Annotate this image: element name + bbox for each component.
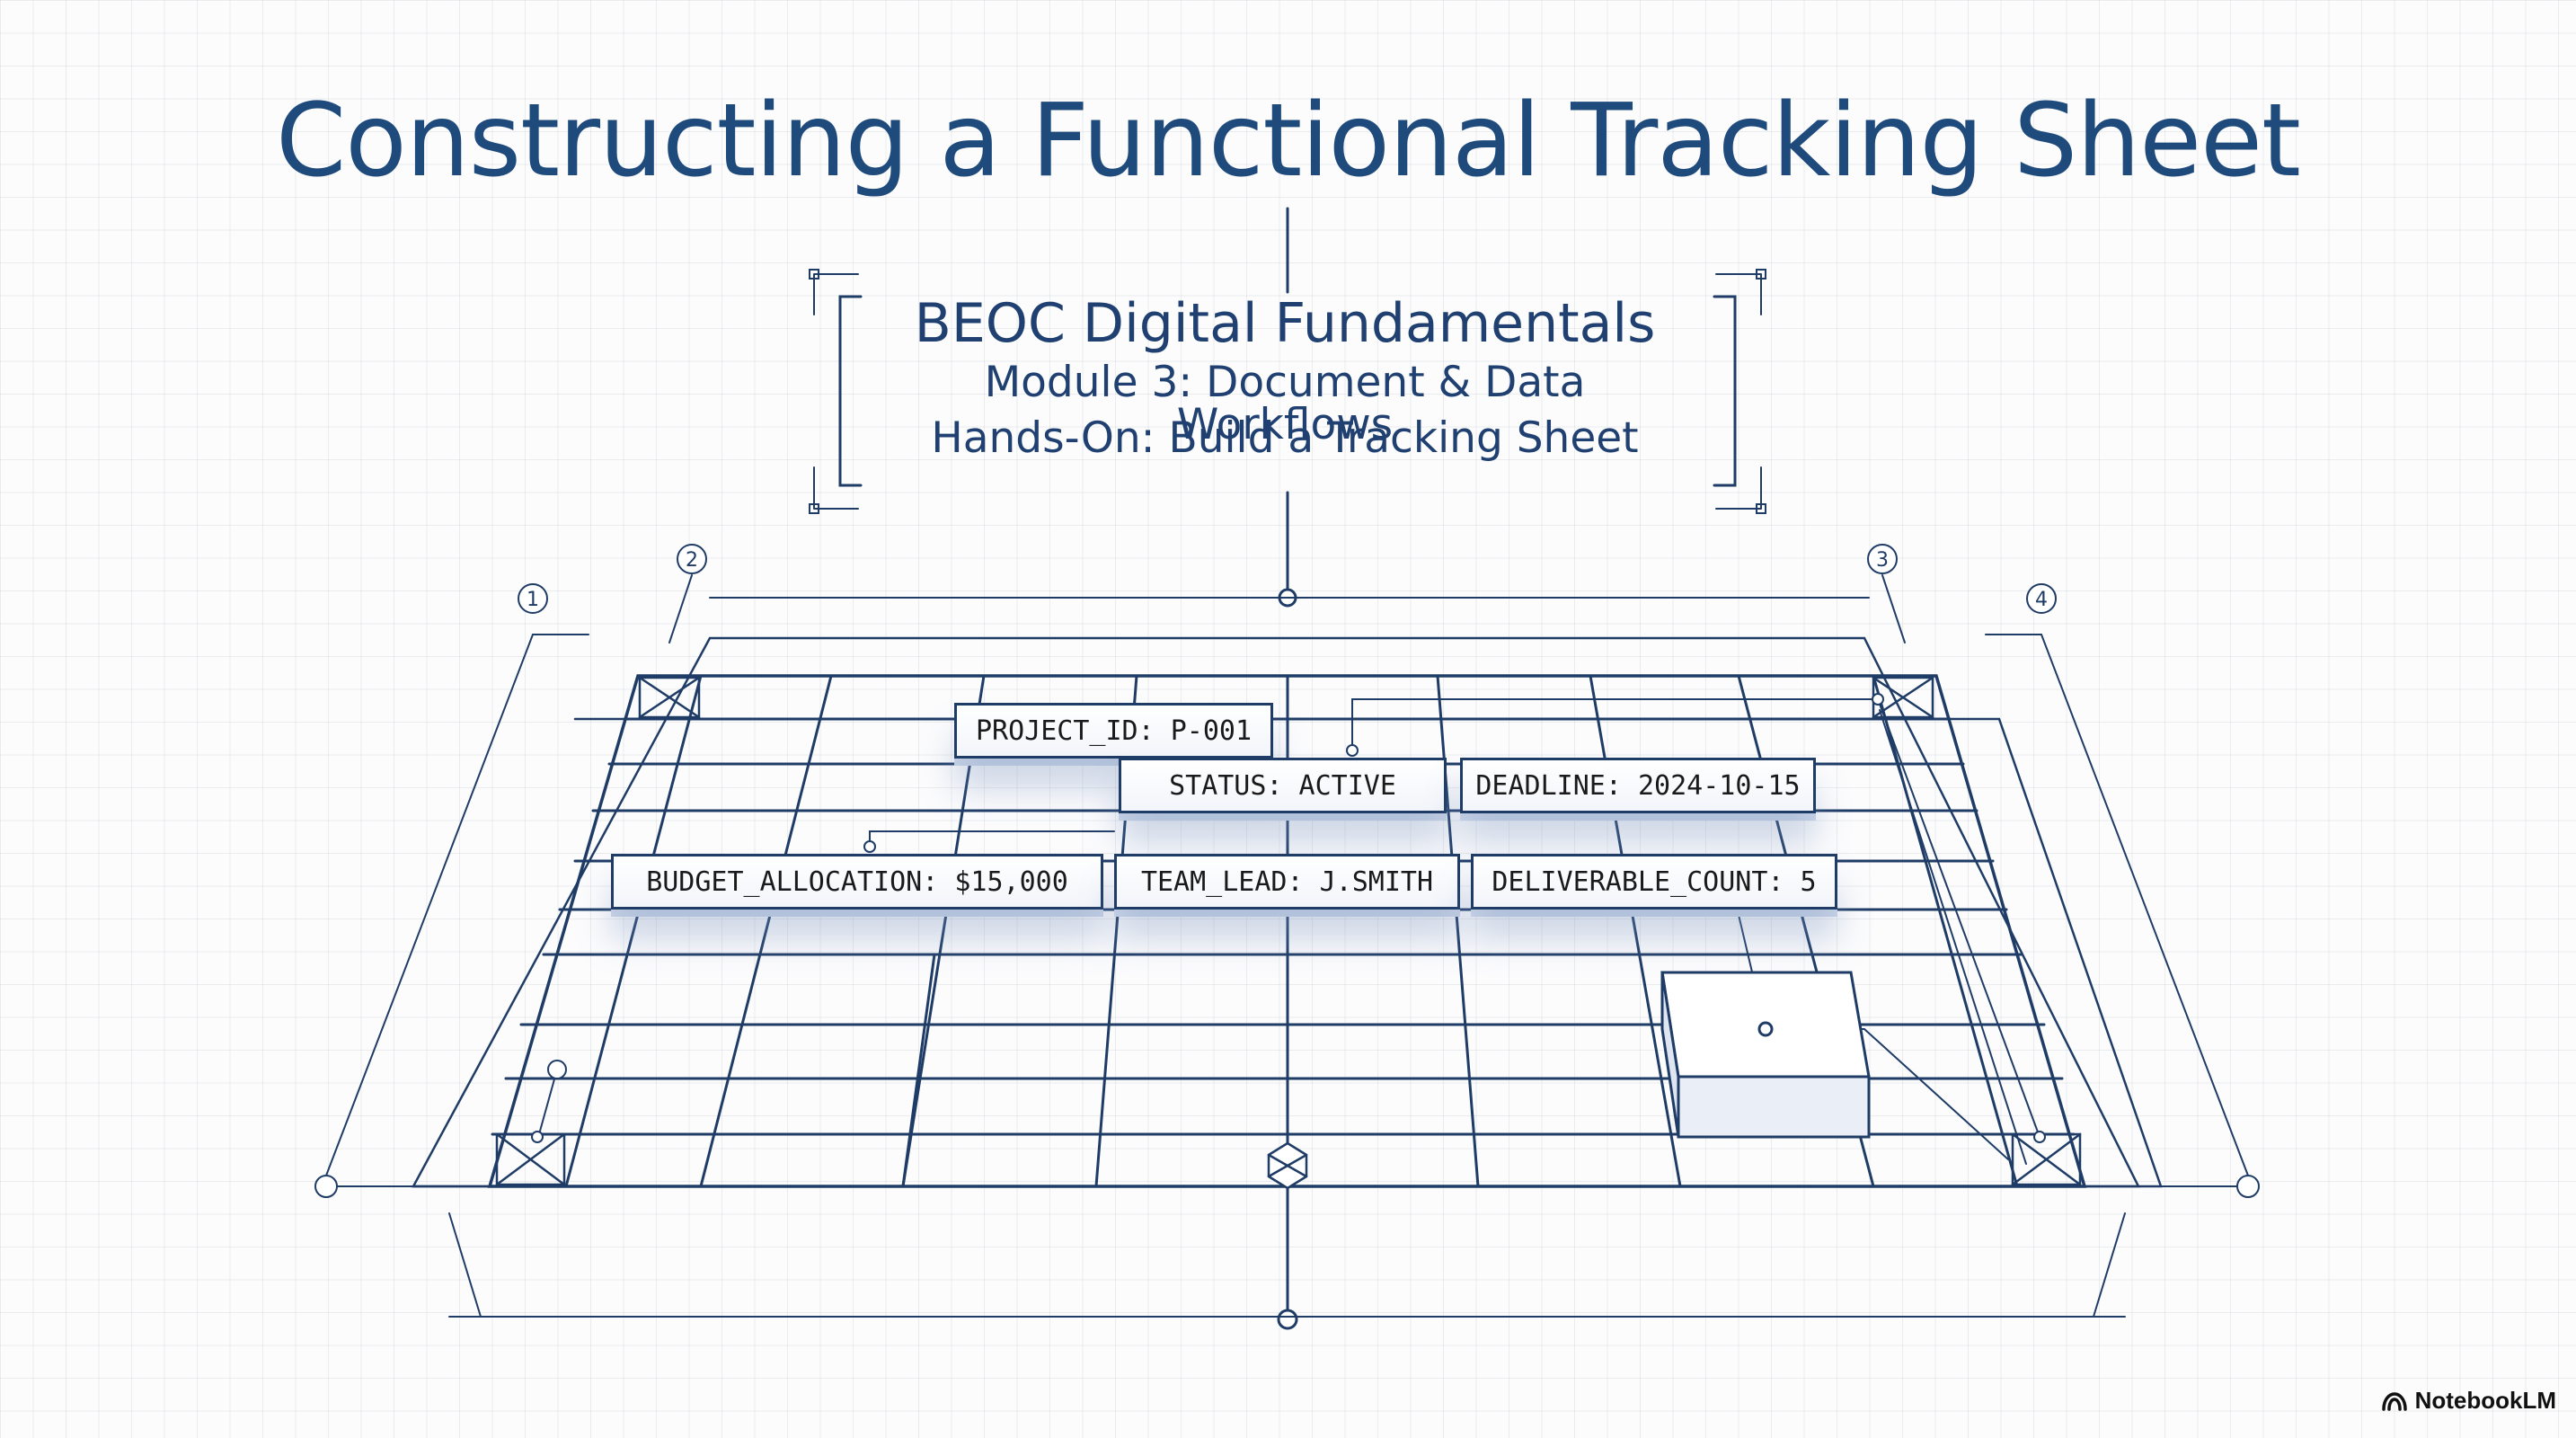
field-budget-allocation: BUDGET_ALLOCATION: $15,000 (611, 854, 1103, 910)
connector-lines (531, 693, 2046, 1165)
brand-name: NotebookLM (2414, 1387, 2556, 1414)
field-team-lead: TEAM_LEAD: J.SMITH (1114, 854, 1460, 910)
field-status: STATUS: ACTIVE (1119, 758, 1447, 813)
field-deliverable-count: DELIVERABLE_COUNT: 5 (1471, 854, 1837, 910)
callout-1: 1 (527, 589, 539, 611)
subtitle-activity: Hands-On: Build a Tracking Sheet (931, 413, 1639, 463)
callout-markers (518, 544, 2057, 614)
callout-4: 4 (2035, 589, 2048, 611)
subtitle-course: BEOC Digital Fundamentals (914, 292, 1656, 355)
subtitle-block: BEOC Digital Fundamentals Module 3: Docu… (872, 297, 1698, 473)
subtitle-frame (809, 269, 1766, 514)
field-project-id: PROJECT_ID: P-001 (954, 703, 1273, 759)
notebooklm-logo-icon (2381, 1391, 2407, 1411)
corner-markers (495, 676, 2082, 1190)
page-title: Constructing a Functional Tracking Sheet (276, 83, 2301, 200)
callout-2: 2 (686, 549, 698, 572)
callout-3: 3 (1876, 549, 1889, 572)
subtitle-module: Module 3: Document & Data Workflows (984, 358, 1586, 449)
empty-cell-block (1660, 971, 1871, 1139)
field-deadline: DEADLINE: 2024-10-15 (1460, 758, 1816, 813)
notebooklm-brand: NotebookLM (2381, 1387, 2556, 1415)
